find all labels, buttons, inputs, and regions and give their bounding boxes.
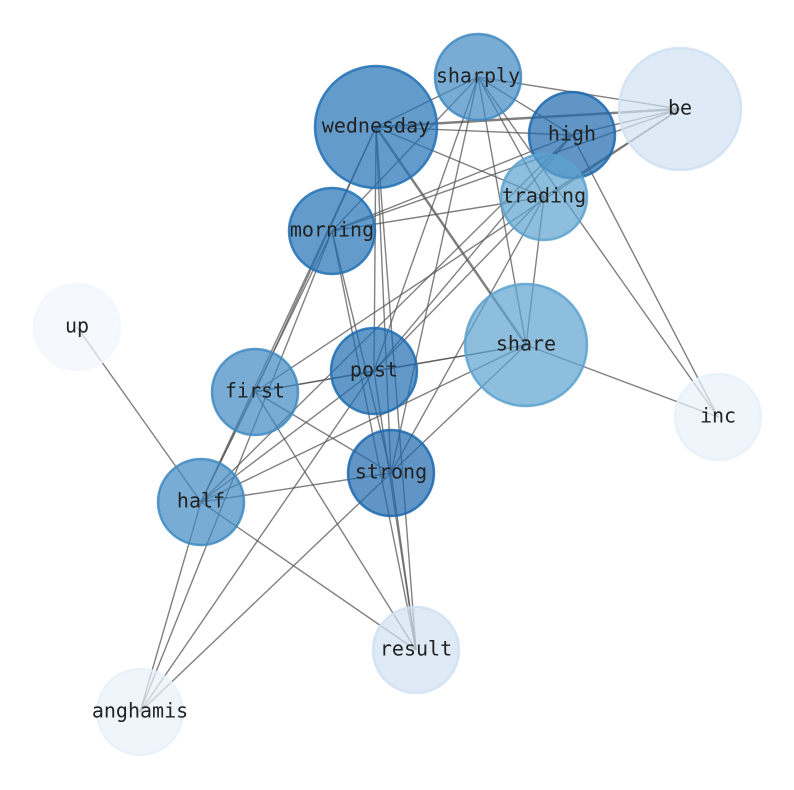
node-label-wednesday: wednesday	[322, 114, 430, 138]
node-share[interactable]	[463, 282, 589, 408]
node-label-strong: strong	[355, 460, 427, 484]
node-half[interactable]	[156, 457, 246, 547]
node-label-up: up	[65, 314, 89, 338]
node-trading[interactable]	[499, 152, 589, 242]
node-morning[interactable]	[287, 186, 377, 276]
edge-strong-anghamis	[139, 472, 392, 713]
node-label-trading: trading	[502, 184, 586, 208]
node-strong[interactable]	[346, 428, 436, 518]
edge-morning-anghamis	[139, 230, 333, 713]
node-label-share: share	[496, 332, 556, 356]
edge-high-inc	[571, 134, 719, 418]
edge-sharply-inc	[477, 76, 719, 418]
edge-sharply-strong	[390, 76, 479, 474]
node-up[interactable]	[32, 282, 122, 372]
node-label-result: result	[380, 637, 452, 661]
edge-first-result	[254, 391, 417, 651]
node-label-be: be	[668, 96, 692, 120]
node-post[interactable]	[329, 326, 419, 416]
node-label-post: post	[350, 358, 398, 382]
edge-post-anghamis	[139, 370, 375, 713]
node-first[interactable]	[210, 347, 300, 437]
node-label-inc: inc	[700, 404, 736, 428]
node-wednesday[interactable]	[313, 64, 439, 190]
edge-sharply-post	[373, 76, 479, 372]
node-result[interactable]	[371, 605, 461, 695]
node-label-sharply: sharply	[436, 64, 520, 88]
node-label-first: first	[225, 379, 285, 403]
node-label-morning: morning	[290, 218, 374, 242]
node-inc[interactable]	[673, 372, 763, 462]
node-sharply[interactable]	[433, 32, 523, 122]
node-be[interactable]	[617, 46, 743, 172]
node-label-anghamis: anghamis	[92, 699, 188, 723]
node-label-half: half	[177, 489, 225, 513]
node-label-high: high	[548, 122, 596, 146]
node-anghamis[interactable]	[95, 667, 185, 757]
